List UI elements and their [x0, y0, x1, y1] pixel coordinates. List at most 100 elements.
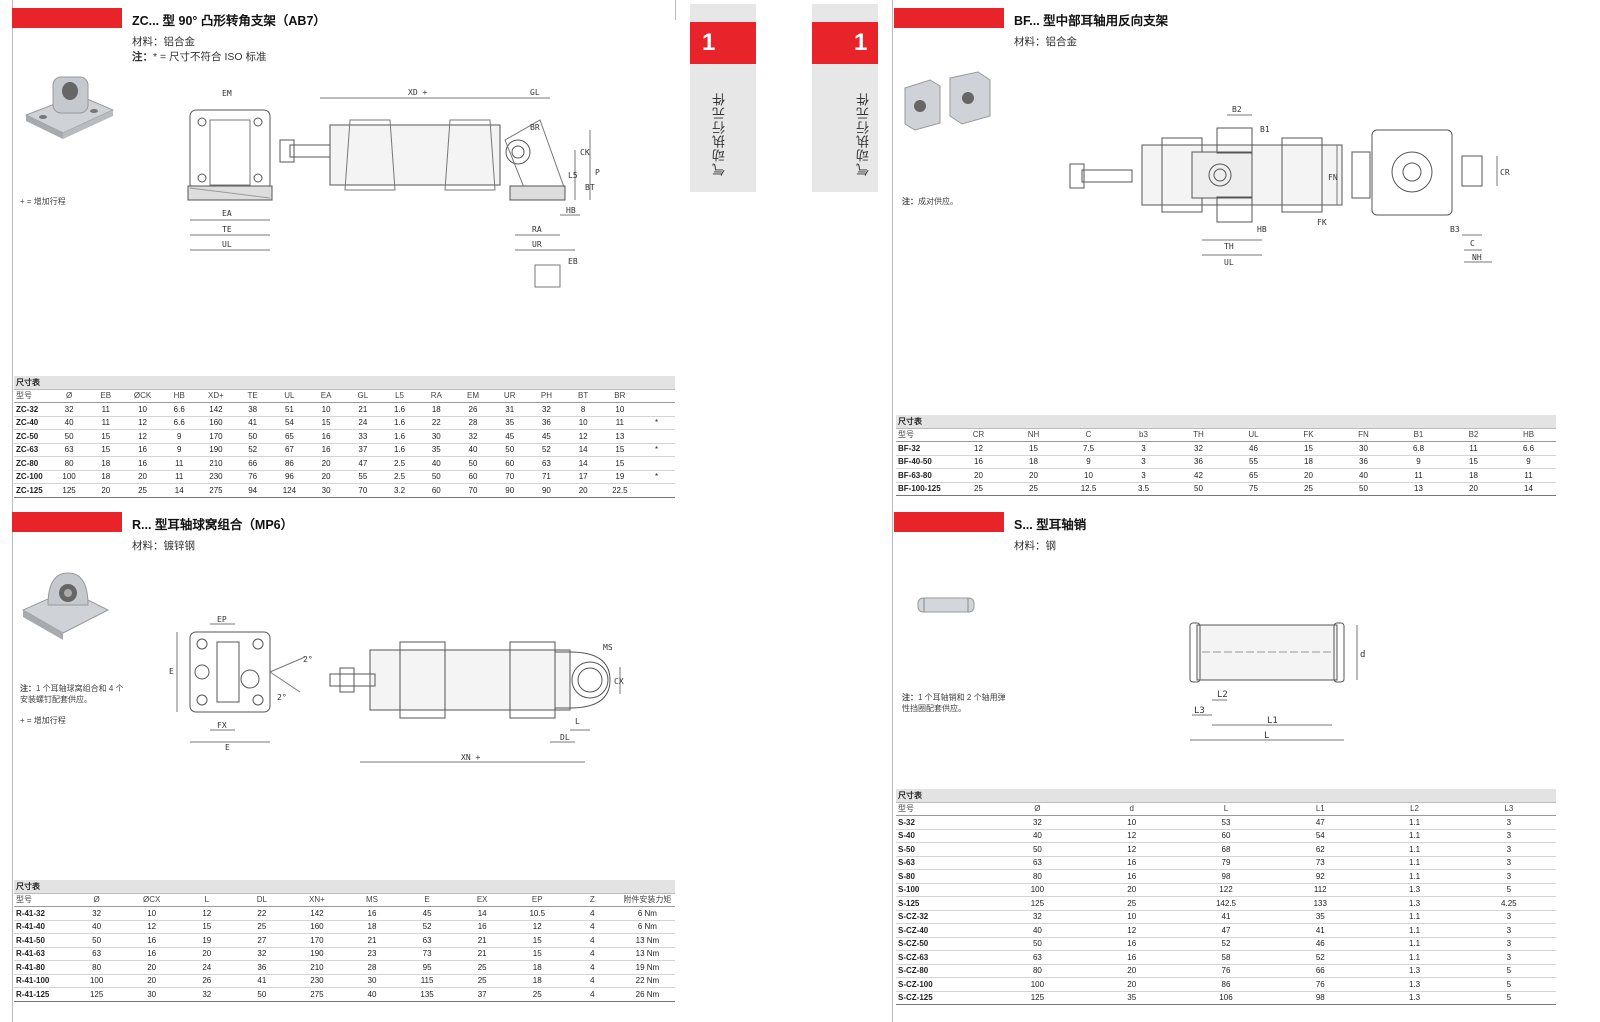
r-material: 材料：镀锌钢: [132, 540, 195, 552]
value-cell: 12: [509, 920, 565, 934]
value-cell: 3: [1461, 937, 1556, 951]
value-cell: 50: [990, 937, 1085, 951]
value-cell: 50: [454, 456, 492, 471]
table-caption: 尺寸表: [896, 415, 1556, 429]
dim-label: L5: [568, 171, 578, 180]
value-cell: 63: [399, 933, 455, 948]
value-cell: 52: [234, 443, 272, 457]
non-iso-marker: [638, 456, 675, 471]
value-cell: 32: [528, 402, 565, 417]
value-cell: 10: [307, 402, 345, 417]
column-header: NH: [1006, 428, 1061, 442]
value-cell: 36: [1171, 455, 1226, 469]
value-cell: 6.6: [1501, 441, 1556, 456]
dim-label: EP: [217, 615, 227, 624]
table-caption: 尺寸表: [896, 789, 1556, 803]
value-cell: 25: [951, 482, 1006, 496]
value-cell: 41: [1178, 910, 1274, 924]
value-cell: 20: [124, 960, 180, 975]
value-cell: 13 Nm: [619, 933, 675, 948]
column-header: DL: [234, 893, 290, 907]
value-cell: 20: [307, 470, 345, 484]
value-cell: 15: [601, 456, 639, 471]
column-header: EP: [509, 893, 565, 907]
s-material: 材料：钢: [1014, 540, 1056, 552]
value-cell: 1.1: [1367, 815, 1462, 830]
value-cell: 16: [1084, 856, 1179, 870]
value-cell: 275: [289, 987, 345, 1002]
model-cell: S-80: [896, 869, 991, 884]
value-cell: 106: [1178, 991, 1274, 1005]
dim-label: TE: [222, 225, 232, 234]
value-cell: 2.5: [381, 456, 418, 471]
table-caption-row: 尺寸表: [14, 880, 675, 894]
column-header: 附件安装力矩: [619, 893, 675, 907]
value-cell: 20: [179, 947, 235, 961]
column-header: GL: [344, 389, 382, 403]
value-cell: 1.1: [1367, 856, 1462, 870]
model-cell: S-32: [896, 815, 991, 830]
value-cell: 36: [234, 960, 290, 975]
value-cell: 14: [1501, 482, 1556, 496]
value-cell: 142.5: [1178, 896, 1274, 911]
value-cell: 3: [1461, 869, 1556, 884]
column-header: PH: [528, 389, 565, 403]
column-header: UR: [491, 389, 529, 403]
value-cell: 26: [179, 974, 235, 988]
column-header: HB: [160, 389, 198, 403]
value-cell: 45: [491, 429, 529, 444]
table-caption: 尺寸表: [14, 880, 675, 894]
value-cell: 12: [951, 441, 1006, 456]
dim-label: XN +: [461, 753, 480, 762]
model-cell: S-125: [896, 896, 991, 911]
column-header: L2: [1367, 802, 1462, 816]
value-cell: 50: [234, 429, 272, 444]
value-cell: 4: [564, 933, 620, 948]
value-cell: 15: [601, 443, 639, 457]
value-cell: 125: [50, 483, 88, 498]
model-cell: S-CZ-63: [896, 950, 991, 965]
value-cell: 22: [417, 416, 455, 430]
value-cell: 26: [454, 402, 492, 417]
dim-label: EB: [568, 257, 578, 266]
value-cell: 37: [454, 987, 510, 1002]
column-header: L5: [381, 389, 418, 403]
value-cell: 9: [1391, 455, 1446, 469]
value-cell: 14: [564, 456, 602, 471]
dim-label: E: [169, 667, 174, 676]
value-cell: 1.1: [1367, 923, 1462, 938]
dim-label: CX: [614, 677, 624, 686]
value-cell: 142: [289, 906, 345, 921]
bf-technical-drawing: B2 B1 FN FK TH HB UL CR B3 C NH: [1069, 105, 1510, 267]
value-cell: 80: [50, 456, 88, 471]
value-cell: 16: [124, 933, 180, 948]
value-cell: 20: [1084, 977, 1179, 992]
value-cell: 63: [528, 456, 565, 471]
value-cell: 275: [197, 483, 235, 498]
value-cell: 12: [124, 429, 161, 444]
column-header: E: [399, 893, 455, 907]
value-cell: 20: [564, 483, 602, 498]
side-tab-number: 1: [812, 22, 878, 64]
value-cell: 12.5: [1061, 482, 1116, 496]
value-cell: 79: [1178, 856, 1274, 870]
model-cell: R-41-32: [14, 906, 70, 921]
value-cell: 55: [1226, 455, 1281, 469]
value-cell: 86: [1178, 977, 1274, 992]
value-cell: 52: [399, 920, 455, 934]
value-cell: 1.1: [1367, 829, 1462, 843]
value-cell: 25: [454, 960, 510, 975]
r-technical-drawing: EP E FX E 2° 2° MS CX L DL XN +: [169, 615, 624, 763]
value-cell: 35: [1273, 910, 1368, 924]
value-cell: 12: [1084, 842, 1179, 857]
dim-label: CK: [580, 148, 590, 157]
value-cell: 100: [69, 974, 125, 988]
value-cell: 5: [1461, 977, 1556, 992]
value-cell: 3: [1461, 842, 1556, 857]
